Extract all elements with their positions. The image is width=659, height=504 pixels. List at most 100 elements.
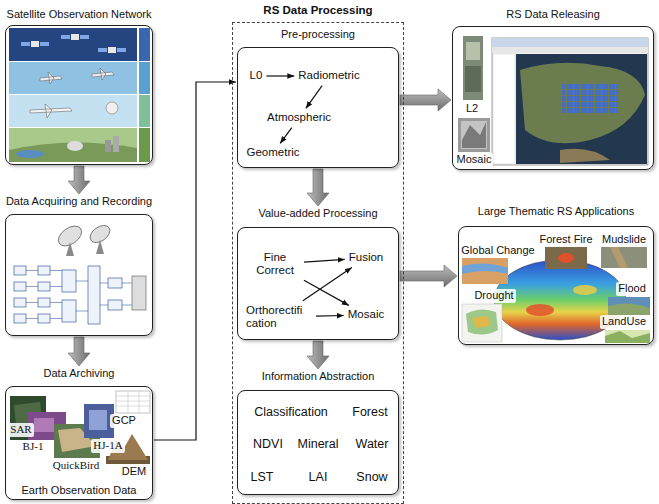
process-step: Geometric: [244, 145, 301, 160]
thematic-applications-illustration-part: [462, 258, 508, 284]
ground-station-illustration-part: [38, 282, 50, 291]
panel-heading: Information Abstraction: [262, 370, 375, 383]
item-label: Drought: [472, 289, 515, 302]
satellite-network-illustration-part: [16, 150, 44, 158]
panel: Large Thematic RS ApplicationsGlobal Cha…: [458, 205, 654, 345]
item-label: Global Change: [459, 244, 536, 257]
item-label: NDVI: [253, 437, 283, 452]
release-screenshot-illustration-part: [461, 121, 487, 149]
panel: Data ArchivingSARBJ-1QuickBirdHJ-1AGCPDE…: [5, 367, 153, 500]
satellite-network-illustration-part: [139, 128, 150, 162]
connector-arrow: [266, 75, 294, 76]
step-label: L0: [250, 69, 263, 82]
release-screenshot-illustration: [458, 36, 648, 165]
satellite-network-illustration-part: [80, 35, 89, 39]
ground-station-illustration: [14, 222, 146, 324]
ground-station-illustration-part: [96, 240, 104, 254]
release-screenshot-illustration-part: [492, 47, 648, 53]
thematic-applications-illustration-part: [601, 247, 647, 268]
item-label: Mosaic: [455, 153, 494, 166]
item-label: LandUse: [600, 315, 648, 328]
satellite-network-illustration-part: [139, 62, 150, 94]
panel-heading: Satellite Observation Network: [7, 8, 152, 21]
release-screenshot-illustration-part: [560, 149, 610, 163]
process-step: Atmospheric: [265, 110, 333, 125]
earth-observation-data-illustration-part: [34, 418, 54, 432]
satellite-network-illustration-part: [105, 140, 111, 152]
satellite-network-illustration-part: [30, 104, 72, 118]
item-label: Mineral: [298, 437, 339, 452]
satellite-network-illustration-part: [71, 34, 79, 40]
thematic-applications-illustration-part: [558, 253, 574, 263]
release-screenshot-illustration-part: [466, 42, 480, 60]
thematic-applications-illustration-part: [608, 297, 650, 315]
ground-station-illustration-part: [108, 300, 122, 310]
earth-observation-data-illustration-part: [89, 410, 107, 430]
thematic-applications-illustration-part: [608, 303, 650, 315]
satellite-network-illustration-part: [21, 42, 30, 46]
satellite-network-illustration-part: [21, 41, 49, 47]
thematic-applications-illustration-part: [526, 304, 554, 316]
earth-observation-data-illustration-part: [116, 391, 150, 413]
process-step: Radiometric: [296, 68, 361, 83]
flow-arrow: [400, 265, 457, 287]
item-label: LST: [251, 470, 274, 485]
thematic-applications-illustration-part: [466, 309, 498, 334]
satellite-network-illustration-part: [117, 48, 126, 52]
thematic-applications-illustration-part: [472, 316, 490, 328]
item-label: QuickBird: [51, 459, 101, 472]
satellite-network-illustration-part: [61, 35, 70, 39]
satellite-network-illustration-part: [67, 141, 83, 151]
step-label: Fine Correct: [250, 251, 300, 277]
process-step: Mosaic: [346, 307, 386, 322]
panel-heading: Value-added Processing: [258, 207, 377, 220]
rounded-box-border: [5, 25, 153, 165]
panel-heading: Data Archiving: [44, 367, 115, 380]
item-label: Snow: [356, 470, 387, 485]
connector-arrow: [303, 268, 352, 301]
step-label: Radiometric: [298, 69, 359, 82]
process-step: Fusion: [347, 250, 386, 265]
ground-station-illustration-part: [62, 270, 76, 292]
panel-heading: Large Thematic RS Applications: [478, 205, 634, 218]
ground-station-illustration-part: [14, 266, 26, 275]
flow-arrow: [400, 89, 451, 111]
panel-heading: RS Data Processing: [263, 4, 372, 18]
step-label: Atmospheric: [267, 111, 331, 124]
item-label: Earth Observation Data: [22, 484, 137, 497]
thematic-applications-illustration-part: [462, 263, 508, 274]
item-label: LAI: [309, 470, 328, 485]
ground-station-illustration-part: [132, 276, 146, 310]
satellite-network-illustration-part: [9, 62, 137, 94]
item-label: SAR: [8, 423, 33, 436]
process-box: L0RadiometricAtmosphericGeometricPre-pro…: [237, 28, 399, 168]
release-screenshot-illustration-part: [492, 38, 648, 165]
process-step: Orthorectifi cation: [244, 303, 314, 331]
satellite-network-illustration-part: [9, 128, 137, 162]
panel: Data Acquiring and Recording: [5, 195, 153, 336]
satellite-network-illustration-part: [92, 68, 114, 80]
thematic-applications-illustration-part: [605, 331, 650, 343]
release-screenshot-illustration-part: [463, 36, 483, 100]
release-screenshot-illustration-part: [462, 122, 486, 148]
item-label: GCP: [110, 414, 138, 427]
flow-arrow: [68, 337, 90, 366]
ground-station-illustration-part: [14, 282, 26, 291]
panel-heading: Data Acquiring and Recording: [6, 195, 152, 208]
ground-station-illustration-part: [108, 278, 122, 288]
flow-arrow: [307, 341, 329, 369]
connector-arrow: [280, 128, 292, 144]
ground-station-illustration-part: [88, 266, 100, 324]
step-label: Mosaic: [348, 308, 384, 321]
ground-station-illustration-part: [14, 314, 26, 323]
release-screenshot-illustration-part: [516, 54, 647, 164]
satellite-network-illustration-part: [139, 95, 150, 127]
satellite-network-illustration-part: [98, 48, 107, 52]
release-screenshot-illustration-part: [465, 66, 481, 92]
ground-station-illustration-part: [66, 242, 74, 256]
process-step: Fine Correct: [248, 250, 302, 278]
panel-heading: RS Data Releasing: [506, 8, 600, 21]
ground-station-illustration-part: [38, 314, 50, 323]
flow-arrow: [307, 169, 329, 206]
